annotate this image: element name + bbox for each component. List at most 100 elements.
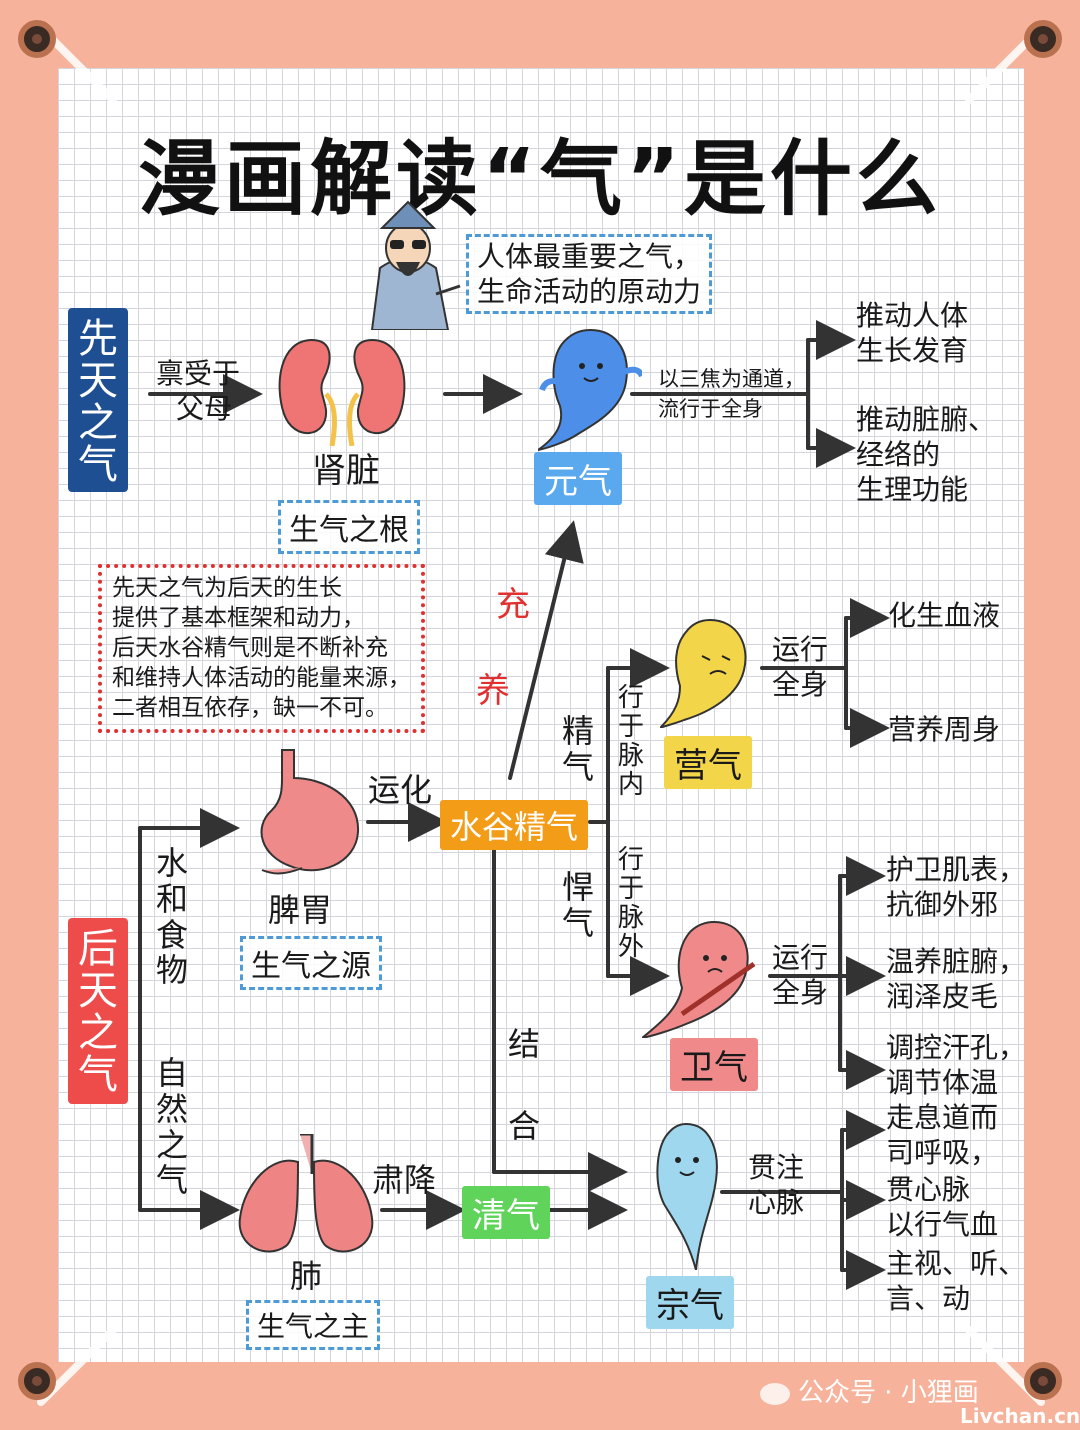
zongqi-tag: 宗气 bbox=[646, 1276, 734, 1329]
chong-label: 充 bbox=[496, 585, 530, 625]
xiantian-label: 先 天 之 气 bbox=[68, 308, 128, 492]
run-line: 心脉 bbox=[748, 1186, 805, 1219]
function-line: 以行气血 bbox=[886, 1208, 999, 1241]
shuigu-tag: 水谷精气 bbox=[440, 800, 589, 850]
kidney-icon bbox=[278, 338, 406, 446]
label-char: 物 bbox=[155, 951, 188, 990]
label-char: 行 bbox=[617, 845, 644, 875]
zongqi-function-3: 主视、听、 言、动 bbox=[886, 1246, 1026, 1316]
label-char: 于 bbox=[617, 712, 644, 743]
from-line: 父母 bbox=[176, 392, 233, 425]
yuanqi-tag: 元气 bbox=[534, 452, 622, 505]
function-line: 走息道而 bbox=[886, 1101, 999, 1134]
note-box: 先天之气为后天的生长 提供了基本框架和动力， 后天水谷精气则是不断补充 和维持人… bbox=[98, 564, 425, 734]
label-char: 精 bbox=[561, 712, 594, 750]
page-title: 漫画解读“气”是什么 bbox=[138, 132, 942, 227]
label-char: 气 bbox=[155, 1161, 188, 1200]
jingqi-label: 精 气 bbox=[558, 712, 598, 786]
label-char: 气 bbox=[78, 442, 118, 488]
function-line: 推动人体 bbox=[856, 299, 969, 332]
channel-label: 以三焦为通道， 流行于全身 bbox=[658, 366, 805, 423]
kidney-label: 肾脏 bbox=[312, 451, 380, 491]
stomach-icon bbox=[260, 749, 360, 875]
note-line: 和维持人体活动的能量来源， bbox=[112, 664, 411, 691]
intro-line: 人体最重要之气， bbox=[477, 240, 702, 273]
yingqi-run: 运行 全身 bbox=[772, 632, 828, 702]
zongqi-run: 贯注 心脉 bbox=[748, 1150, 804, 1220]
function-line: 抗御外邪 bbox=[886, 888, 999, 921]
houtian-label: 后 天 之 气 bbox=[68, 918, 128, 1104]
pin-icon bbox=[1024, 1362, 1062, 1400]
yuanqi-function-1: 推动人体 生长发育 bbox=[856, 298, 968, 368]
label-char: 行 bbox=[617, 683, 644, 713]
zongqi-character bbox=[656, 1122, 718, 1270]
function-line: 调节体温 bbox=[886, 1066, 999, 1099]
function-line: 护卫肌表， bbox=[886, 853, 1027, 886]
weiqi-function-2: 温养脏腑， 润泽皮毛 bbox=[886, 944, 1026, 1014]
note-line: 提供了基本框架和动力， bbox=[112, 604, 365, 631]
note-line: 后天水谷精气则是不断补充 bbox=[112, 634, 388, 661]
label-char: 外 bbox=[617, 932, 644, 963]
from-parents: 禀受于 父母 bbox=[156, 356, 240, 426]
watermark-text: 公众号 · 小狸画 bbox=[798, 1378, 979, 1408]
label-char: 后 bbox=[78, 926, 118, 972]
zongqi-function-1: 走息道而 司呼吸， bbox=[886, 1100, 998, 1170]
weiqi-function-1: 护卫肌表， 抗御外邪 bbox=[886, 852, 1026, 922]
site-watermark: Livchan.cn bbox=[960, 1404, 1080, 1428]
label-char: 食 bbox=[155, 915, 188, 954]
wechat-watermark: 公众号 · 小狸画 bbox=[760, 1372, 979, 1409]
yingqi-function-2: 营养周身 bbox=[888, 713, 1001, 746]
function-line: 生长发育 bbox=[856, 334, 969, 367]
function-line: 生理功能 bbox=[856, 473, 969, 506]
note-line: 先天之气为后天的生长 bbox=[112, 575, 342, 601]
weiqi-run: 运行 全身 bbox=[772, 940, 828, 1010]
neimai-label: 行 于 脉 内 bbox=[614, 683, 648, 801]
label-char: 于 bbox=[617, 874, 644, 905]
label-char: 之 bbox=[78, 400, 118, 446]
label-char: 天 bbox=[78, 968, 118, 1014]
jie-label: 结 bbox=[508, 1025, 541, 1063]
label-char: 气 bbox=[561, 747, 594, 786]
label-char: 气 bbox=[561, 903, 594, 942]
air-label: 自 然 之 气 bbox=[152, 1055, 192, 1200]
lung-tag: 生气之主 bbox=[246, 1300, 381, 1350]
function-line: 司呼吸， bbox=[886, 1136, 999, 1169]
spleen-tag: 生气之源 bbox=[240, 936, 382, 990]
label-char: 先 bbox=[78, 316, 118, 362]
hanqi-label: 悍 气 bbox=[558, 868, 598, 942]
food-label: 水 和 食 物 bbox=[152, 844, 192, 990]
spleen-label: 脾胃 bbox=[268, 891, 333, 929]
run-line: 全身 bbox=[772, 668, 829, 701]
weiqi-character bbox=[642, 920, 756, 1038]
function-line: 温养脏腑， bbox=[886, 945, 1027, 978]
function-line: 言、动 bbox=[886, 1282, 971, 1315]
label-char: 气 bbox=[78, 1052, 118, 1098]
label-char: 之 bbox=[155, 1125, 188, 1164]
lung-label: 肺 bbox=[290, 1257, 323, 1295]
weiqi-function-3: 调控汗孔， 调节体温 bbox=[886, 1030, 1026, 1100]
pin-icon bbox=[1024, 20, 1062, 58]
zongqi-function-2: 贯心脉 以行气血 bbox=[886, 1172, 998, 1242]
intro-box: 人体最重要之气， 生命活动的原动力 bbox=[466, 234, 713, 314]
yuanqi-character bbox=[538, 328, 642, 451]
yingqi-character bbox=[660, 618, 747, 728]
label-char: 悍 bbox=[561, 868, 594, 906]
sujiang-label: 肃降 bbox=[372, 1161, 437, 1199]
label-char: 脉 bbox=[617, 903, 644, 934]
label-char: 内 bbox=[617, 770, 644, 801]
label-char: 天 bbox=[78, 358, 118, 404]
function-line: 贯心脉 bbox=[886, 1173, 971, 1206]
pin-icon bbox=[18, 20, 56, 58]
run-line: 运行 bbox=[772, 941, 829, 974]
lung-icon bbox=[238, 1134, 374, 1253]
intro-line: 生命活动的原动力 bbox=[477, 275, 702, 308]
function-line: 经络的 bbox=[856, 438, 941, 471]
yunhua-label: 运化 bbox=[368, 771, 433, 809]
label-char: 和 bbox=[155, 879, 188, 918]
label-char: 脉 bbox=[617, 741, 644, 772]
yang-label: 养 bbox=[476, 671, 510, 711]
label-char: 水 bbox=[155, 844, 188, 882]
kidney-tag: 生气之根 bbox=[278, 500, 420, 554]
label-char: 然 bbox=[155, 1089, 188, 1128]
